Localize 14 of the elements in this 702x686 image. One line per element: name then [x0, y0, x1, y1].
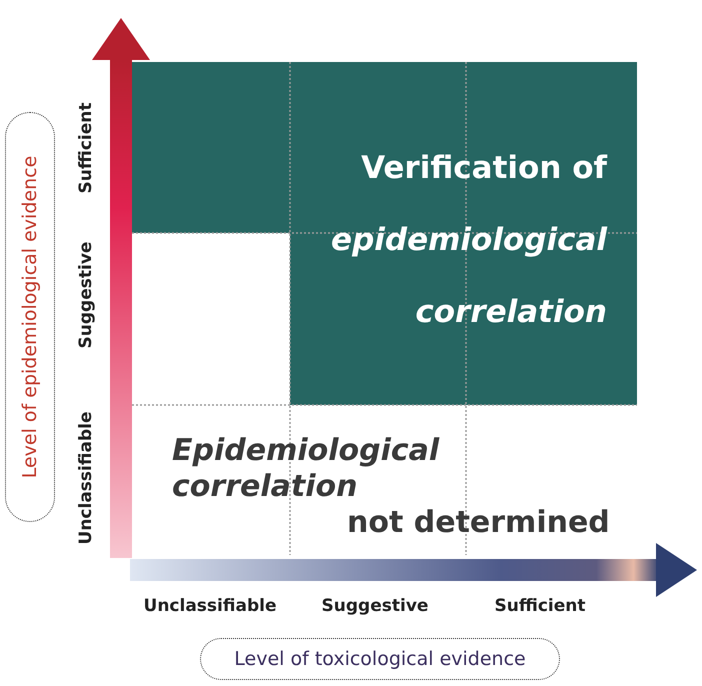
tick-label: Suggestive [76, 242, 96, 348]
tick-label: Unclassifiable [76, 412, 96, 544]
shaded-region [132, 62, 637, 405]
region-label: not determined [347, 505, 610, 540]
axis-title: Level of toxicological evidence [234, 648, 526, 670]
axis-title-box [200, 638, 560, 680]
blank-region [132, 405, 637, 555]
tick-label: Sufficient [494, 596, 586, 616]
tick-label: Suggestive [322, 596, 428, 616]
region-label: Verification of epidemiological correlation [330, 149, 607, 332]
axis-title: Level of epidemiological evidence [19, 156, 41, 478]
tick-label: Unclassifiable [144, 596, 276, 616]
axis-title-box [5, 112, 55, 522]
tick-label: Sufficient [76, 102, 96, 194]
